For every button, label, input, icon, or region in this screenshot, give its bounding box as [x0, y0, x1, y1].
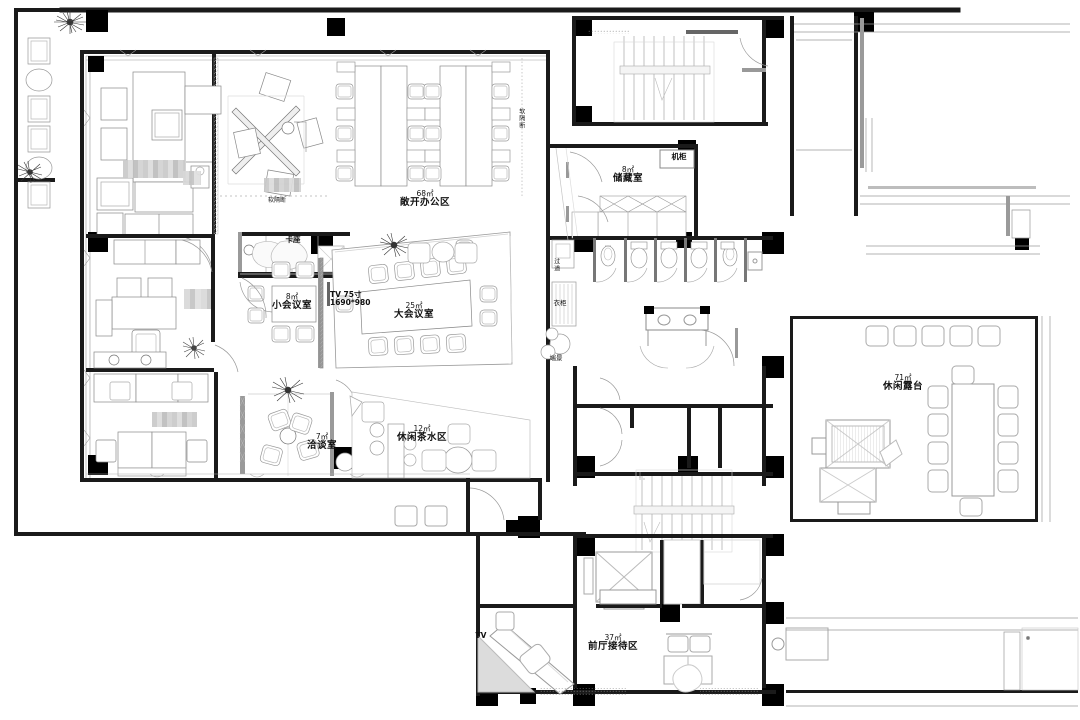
exterior-facade-right — [794, 23, 1070, 239]
door-swing — [239, 281, 273, 313]
exterior-balcony-envelope — [14, 7, 961, 536]
curtain-wall-glazing-top — [86, 49, 546, 61]
planter-icon — [271, 376, 305, 404]
upper-stairwell — [572, 16, 784, 126]
office-b — [86, 234, 215, 372]
terrace-outer-frame — [1041, 316, 1051, 522]
meeting-tv — [327, 282, 330, 306]
negotiation-room — [239, 392, 355, 476]
redacted-exec-office-1 — [123, 160, 185, 178]
small-meeting-room — [247, 257, 324, 369]
planter-icon — [379, 232, 409, 258]
redacted-room-mid — [184, 289, 211, 309]
street-facade-upper-right — [866, 186, 1040, 255]
curtain-wall-glazing-bottom — [86, 473, 470, 478]
leisure-terrace — [790, 316, 1038, 522]
door-swing — [241, 277, 267, 319]
suite-exit-corridor — [394, 478, 586, 536]
executive-office-a — [96, 54, 222, 237]
planter-icon — [182, 336, 206, 360]
redacted-exec-office-2 — [183, 171, 201, 185]
suite-walls — [80, 50, 550, 482]
restrooms — [573, 236, 773, 369]
street-facade-lower-right — [786, 617, 1079, 707]
curtain-wall-glazing-left — [83, 56, 91, 478]
lower-left-envelope — [14, 532, 470, 536]
corridor-upper — [555, 147, 579, 241]
corridor-door-swing — [699, 328, 738, 367]
lobby-reception — [476, 536, 829, 696]
planter-icon — [17, 10, 86, 184]
redacted-room-lower — [152, 412, 197, 427]
wardrobe-niche — [540, 239, 577, 360]
balcony-furniture — [25, 37, 53, 209]
office-c — [93, 372, 218, 478]
large-meeting-room — [331, 231, 513, 369]
core-middle — [573, 366, 773, 486]
door-swing — [214, 344, 239, 373]
redacted-open-office — [264, 178, 301, 192]
tea-break-area — [349, 391, 531, 479]
door-swing — [599, 377, 623, 467]
open-office-desks — [335, 61, 511, 187]
door-swing — [181, 239, 213, 273]
mep-shaft-upper — [790, 16, 873, 216]
